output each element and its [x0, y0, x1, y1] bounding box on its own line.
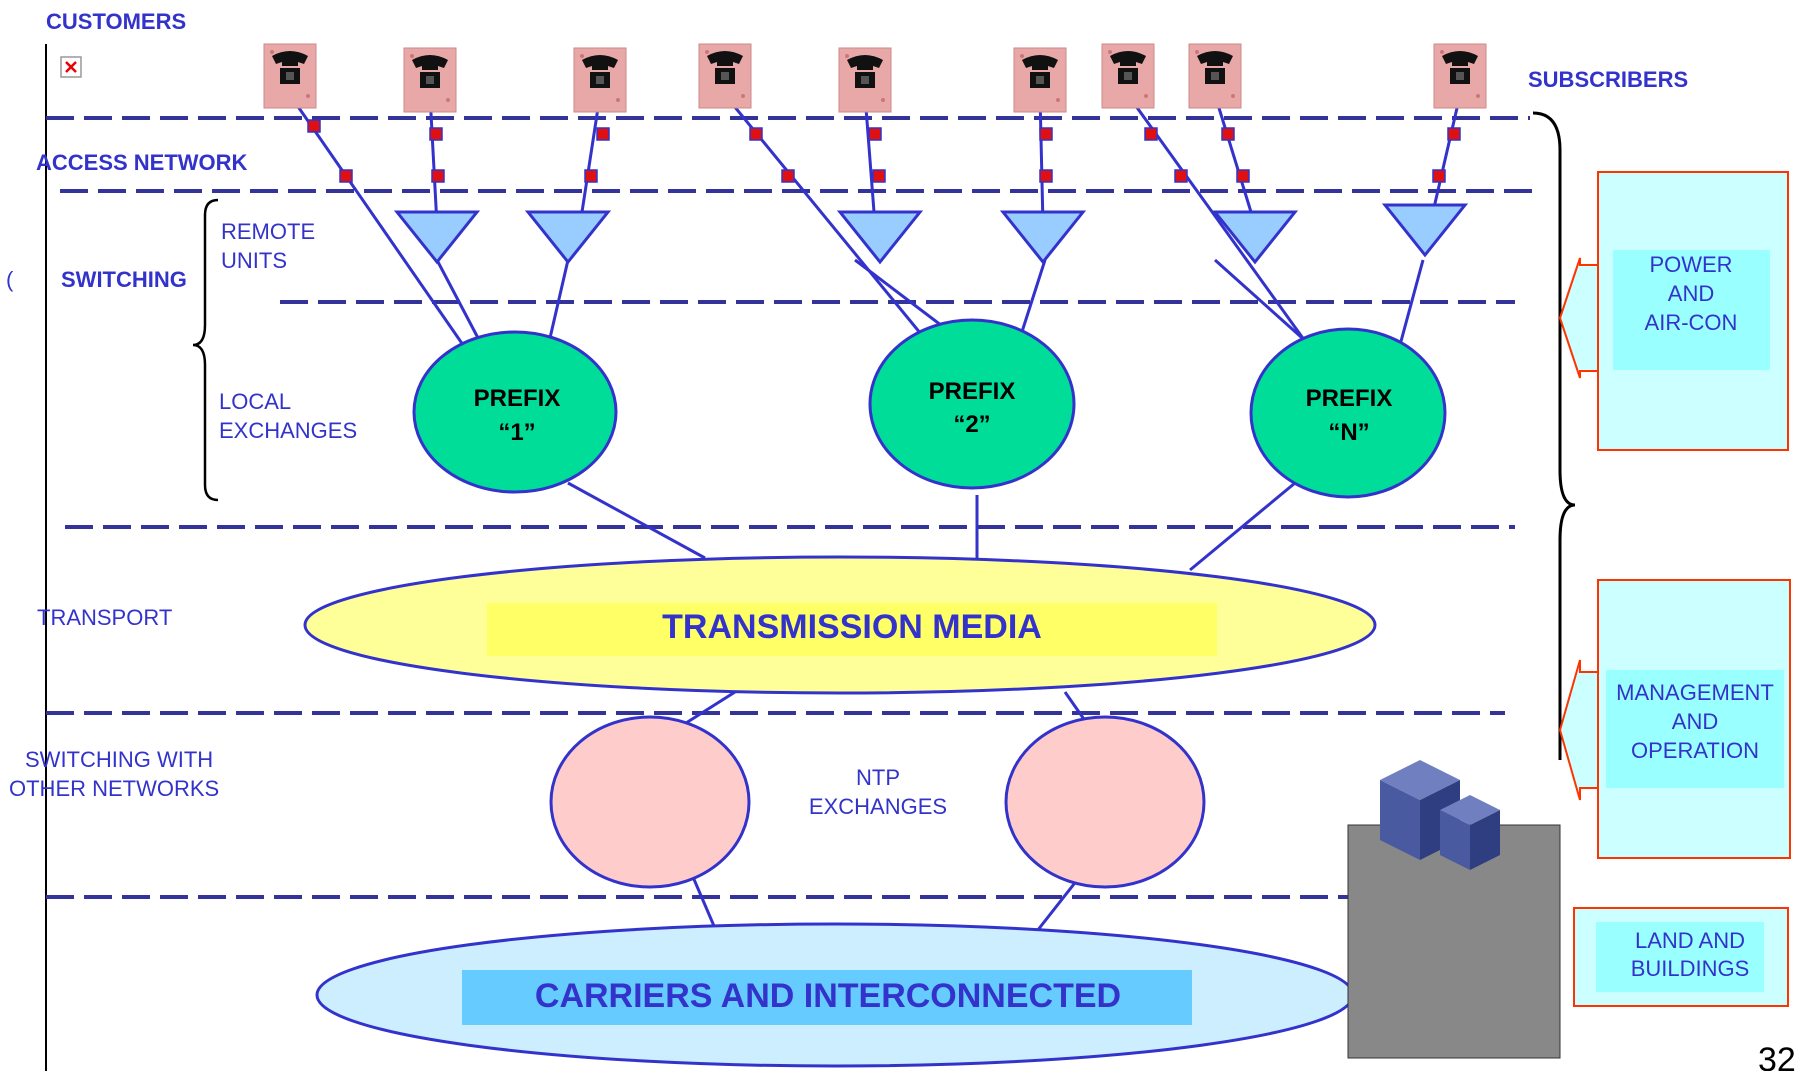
power-label-line2: AND — [1668, 281, 1714, 306]
telephone-icon — [698, 43, 752, 109]
arrow-left-icon — [1558, 659, 1599, 801]
broken-image-icon — [60, 56, 82, 78]
customers-label: CUSTOMERS — [46, 9, 186, 34]
exchange-label-line1: PREFIX — [929, 378, 1016, 405]
exchange-prefix-2: PREFIX “2” — [868, 318, 1076, 490]
carriers-interconnected: CARRIERS AND INTERCONNECTED — [315, 922, 1355, 1068]
switching-other-label-line2: OTHER NETWORKS — [9, 776, 219, 801]
ntp-label-line1: NTP — [856, 765, 900, 790]
access-network-label: ACCESS NETWORK — [36, 150, 248, 175]
remote-units — [393, 203, 1469, 265]
power-aircon-box: POWER AND AIR-CON — [1558, 171, 1789, 451]
carriers-label: CARRIERS AND INTERCONNECTED — [535, 977, 1121, 1015]
land-buildings-box: LAND AND BUILDINGS — [1573, 907, 1789, 1007]
telephone-icon — [263, 43, 317, 109]
line-connectors — [307, 119, 1461, 183]
telephone-icon — [1433, 43, 1487, 109]
exchange-prefix-1: PREFIX “1” — [412, 330, 618, 494]
remote-unit-triangle — [393, 210, 481, 265]
switching-prefix-glyph: ( — [6, 267, 14, 292]
remote-unit-triangle — [836, 210, 924, 265]
exchange-label-line2: “N” — [1328, 419, 1369, 446]
telephone-icon — [1101, 43, 1155, 109]
exchange-label-line1: PREFIX — [1306, 385, 1393, 412]
remote-unit-triangle — [999, 210, 1087, 265]
remote-unit-triangle — [524, 210, 612, 265]
switching-other-label-line1: SWITCHING WITH — [25, 747, 213, 772]
management-label-line1: MANAGEMENT — [1616, 680, 1774, 705]
ntp-label-line2: EXCHANGES — [809, 794, 947, 819]
switching-brace — [192, 198, 219, 502]
telephone-icon — [1013, 47, 1067, 113]
remote-unit-triangle — [1381, 203, 1469, 258]
power-label-line1: POWER — [1649, 252, 1732, 277]
exchange-label-line2: “1” — [498, 419, 535, 446]
transmission-media: TRANSMISSION MEDIA — [303, 555, 1377, 695]
power-label-line3: AIR-CON — [1645, 310, 1738, 335]
remote-unit-triangle — [1211, 210, 1299, 265]
telephone-icon — [403, 47, 457, 113]
management-operation-box: MANAGEMENT AND OPERATION — [1558, 579, 1791, 859]
local-exchanges-label-line2: EXCHANGES — [219, 418, 357, 443]
land-label-line2: BUILDINGS — [1631, 956, 1750, 981]
page-number: 32 — [1758, 1041, 1796, 1071]
local-exchanges-label-line1: LOCAL — [219, 389, 291, 414]
telephone-icon — [838, 47, 892, 113]
land-label-line1: LAND AND — [1635, 928, 1745, 953]
arrow-left-icon — [1558, 257, 1599, 379]
transmission-media-label: TRANSMISSION MEDIA — [662, 608, 1042, 646]
land-buildings-illustration — [1347, 760, 1561, 1059]
telephone-icon — [573, 47, 627, 113]
telephone-icons — [263, 43, 1487, 113]
telephone-icon — [1188, 43, 1242, 109]
subscribers-brace — [1532, 111, 1576, 760]
exchange-label-line2: “2” — [953, 411, 990, 438]
ntp-exchange-right — [1004, 715, 1206, 889]
exchange-label-line1: PREFIX — [474, 385, 561, 412]
remote-units-label-line1: REMOTE — [221, 219, 315, 244]
ntp-exchanges: NTP EXCHANGES — [549, 715, 1206, 889]
subscribers-label: SUBSCRIBERS — [1528, 67, 1688, 92]
exchange-prefix-n: PREFIX “N” — [1249, 327, 1447, 499]
management-label-line3: OPERATION — [1631, 738, 1759, 763]
management-label-line2: AND — [1672, 709, 1718, 734]
transport-label: TRANSPORT — [37, 605, 172, 630]
switching-label: SWITCHING — [61, 267, 187, 292]
ntp-exchange-left — [549, 715, 751, 889]
remote-units-label-line2: UNITS — [221, 248, 287, 273]
